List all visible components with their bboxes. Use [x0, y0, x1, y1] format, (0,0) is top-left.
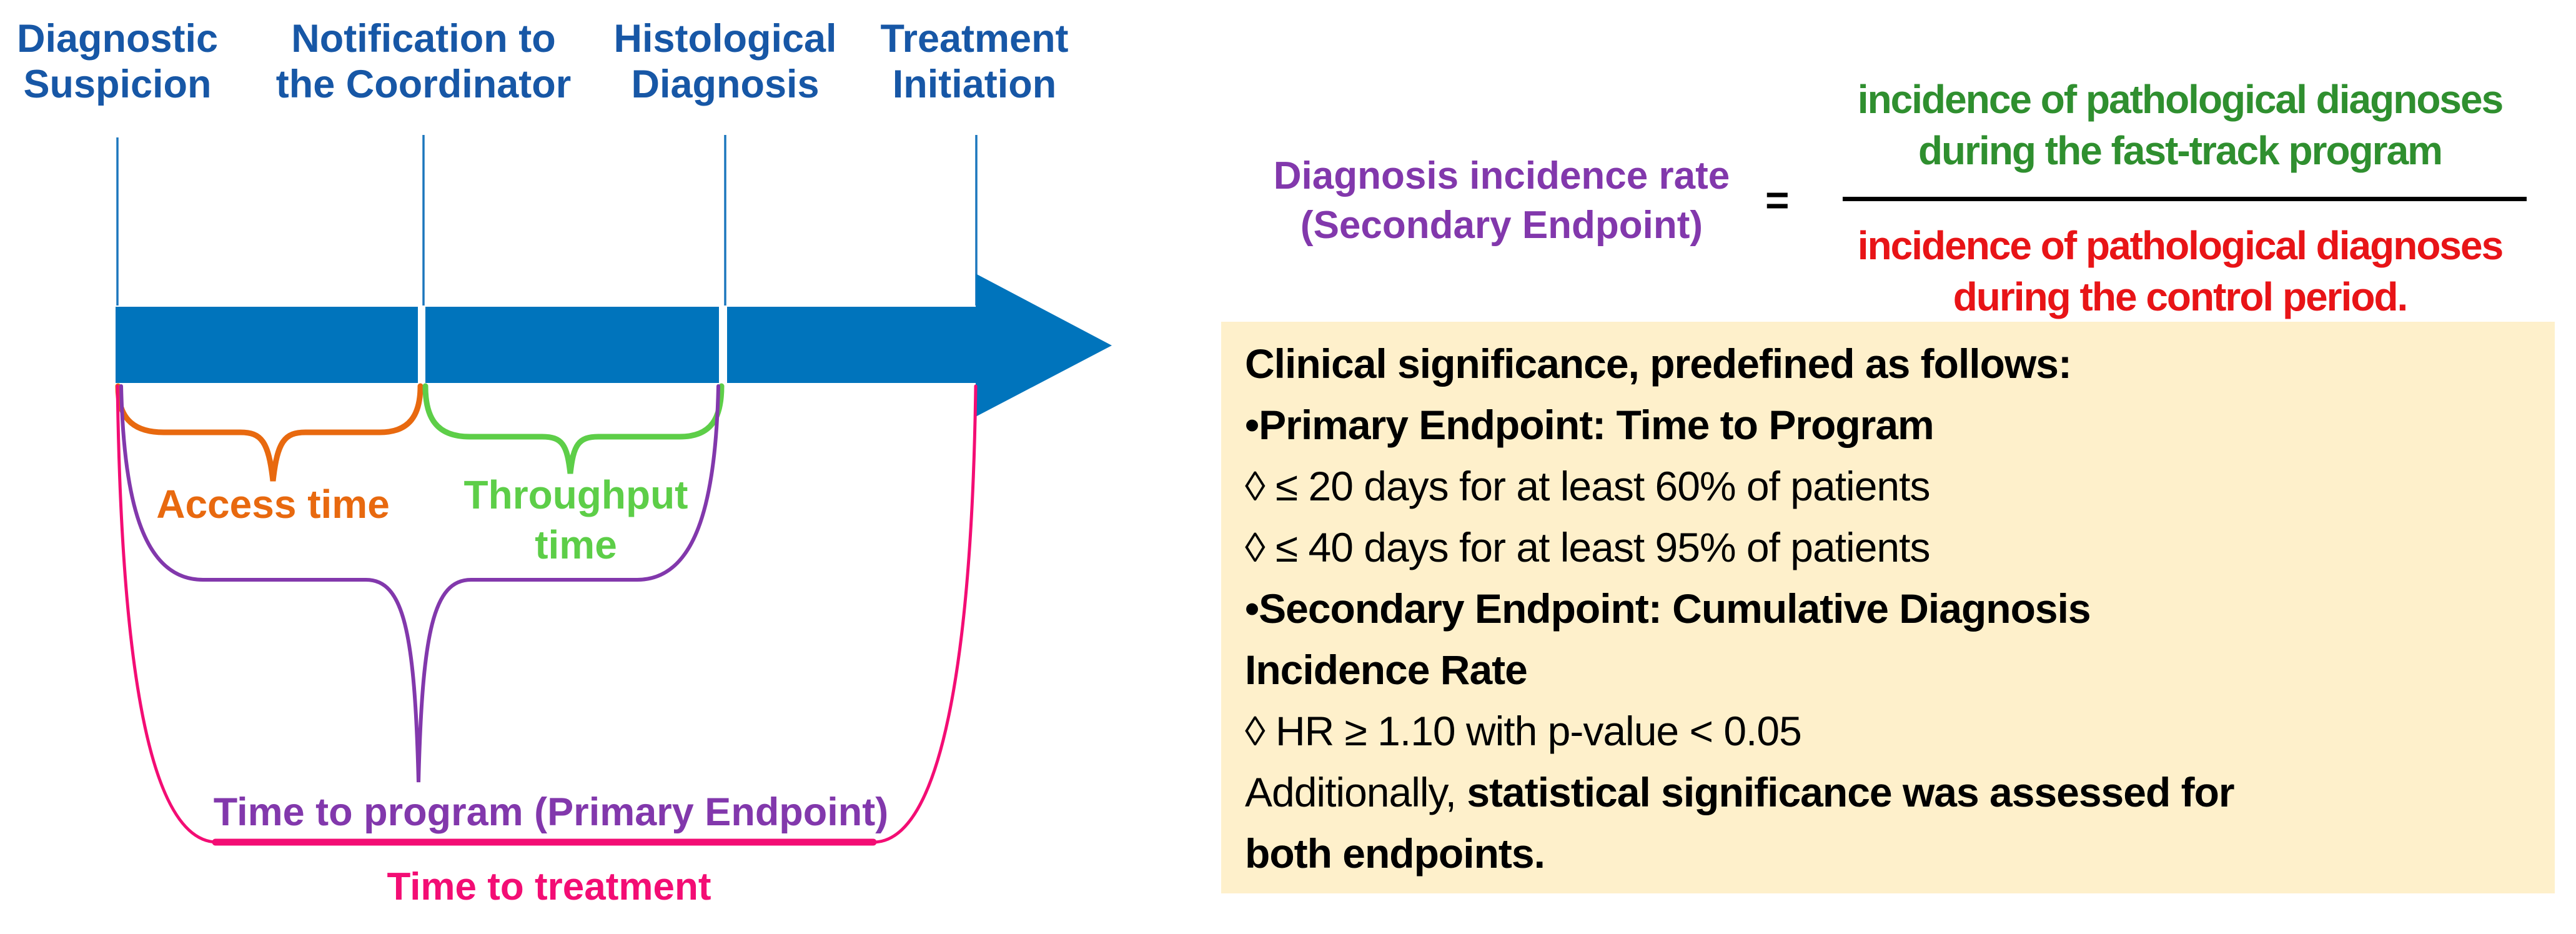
significance-line: •Secondary Endpoint: Cumulative Diagnosi… [1245, 585, 2091, 632]
timeline-diagram [115, 135, 1112, 846]
significance-line: ◊ ≤ 20 days for at least 60% of patients [1245, 463, 1930, 509]
milestone-label-diagnostic-suspicion: Diagnostic Suspicion [16, 17, 219, 106]
formula-lhs: Diagnosis incidence rate (Secondary Endp… [1273, 154, 1730, 247]
timeline-arrow [116, 274, 1112, 417]
equals-sign: = [1765, 177, 1790, 223]
fraction-line [1843, 197, 2527, 201]
access-time-label: Access time [156, 482, 390, 527]
time-to-treatment-bracket [116, 384, 978, 844]
significance-line: •Primary Endpoint: Time to Program [1245, 402, 1934, 448]
clinical-significance-box: Clinical significance, predefined as fol… [1221, 322, 2555, 893]
arrow-segment-1 [116, 307, 418, 383]
formula-denominator: incidence of pathological diagnoses duri… [1857, 223, 2504, 319]
milestone-label-histological-diagnosis: Histological Diagnosis [613, 17, 837, 106]
arrow-head [976, 274, 1112, 417]
time-to-program-label: Time to program (Primary Endpoint) [213, 790, 889, 834]
access-time-brace [115, 383, 424, 482]
throughput-time-brace [422, 383, 725, 474]
throughput-time-label: Throughput time [463, 472, 688, 567]
significance-line: ◊ HR ≥ 1.10 with p-value < 0.05 [1245, 708, 1802, 754]
time-to-treatment-label: Time to treatment [387, 865, 711, 908]
significance-line: both endpoints. [1245, 830, 1545, 877]
significance-line: Clinical significance, predefined as fol… [1245, 340, 2072, 387]
significance-line: Additionally, statistical significance w… [1245, 769, 2235, 815]
significance-line: ◊ ≤ 40 days for at least 95% of patients [1245, 524, 1930, 570]
formula-numerator: incidence of pathological diagnoses duri… [1857, 77, 2504, 173]
arrow-segment-3 [727, 307, 976, 383]
milestone-label-notification-coordinator: Notification to the Coordinator [275, 17, 572, 106]
time-to-program-brace [119, 384, 720, 783]
significance-line: Incidence Rate [1245, 647, 1528, 693]
arrow-segment-2 [425, 307, 719, 383]
milestone-label-treatment-initiation: Treatment Initiation [880, 17, 1069, 106]
